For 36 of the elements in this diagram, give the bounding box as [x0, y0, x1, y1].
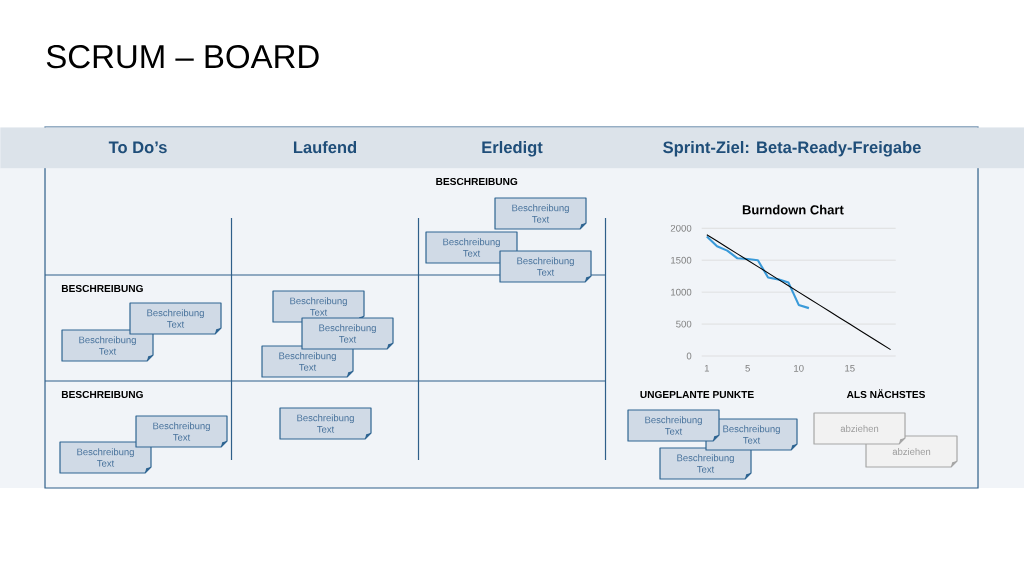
section-label: ALS NÄCHSTES — [846, 389, 925, 399]
line-series — [705, 235, 810, 310]
sticky-note: Beschreibung Text — [261, 345, 354, 378]
sticky-note: Beschreibung Text — [135, 415, 228, 448]
y-tick-label: 1000 — [671, 288, 692, 296]
sticky-note: Beschreibung Text — [301, 317, 394, 350]
line-chart: 1 5 10 15 0 500 1000 1500 2000 Burndown Chart — [670, 204, 897, 372]
sticky-note: Beschreibung Text — [59, 441, 152, 474]
title: SCRUM – BOARD — [46, 44, 319, 69]
sticky-note: Beschreibung Text — [425, 231, 518, 264]
section-label: BESCHREIBUNG — [436, 177, 518, 186]
column-heading: To Do’s — [108, 141, 167, 154]
section-label: BESCHREIBUNG — [61, 390, 143, 399]
y-tick-label: 500 — [676, 320, 692, 328]
column-heading: Sprint-Ziel: Beta-Ready-Freigabe — [663, 141, 921, 157]
x-tick-label: 5 — [745, 364, 750, 372]
sticky-note: abziehen — [813, 412, 906, 445]
y-tick-label: 1500 — [671, 256, 692, 264]
sticky-note: Beschreibung Text — [61, 329, 154, 362]
sticky-note: Beschreibung Text — [129, 302, 222, 335]
x-tick-label: 15 — [845, 364, 855, 372]
header-band — [0, 127, 1024, 169]
sticky-note: Beschreibung Text — [659, 447, 752, 480]
x-tick-label: 10 — [794, 364, 804, 372]
sticky-note: Beschreibung Text — [627, 409, 720, 442]
section-label: BESCHREIBUNG — [61, 284, 143, 293]
sticky-note: Beschreibung Text — [279, 407, 372, 440]
section-label: UNGEPLANTE PUNKTE — [640, 390, 754, 399]
x-tick-label: 1 — [704, 364, 710, 372]
y-tick-label: 2000 — [670, 224, 692, 232]
column-heading: Laufend — [293, 141, 357, 154]
sticky-note: Beschreibung Text — [499, 250, 592, 283]
y-tick-label: 0 — [686, 352, 692, 360]
sticky-note: Beschreibung Text — [494, 197, 587, 230]
column-heading: Erledigt — [482, 141, 543, 157]
chart-title: Burndown Chart — [742, 204, 844, 215]
